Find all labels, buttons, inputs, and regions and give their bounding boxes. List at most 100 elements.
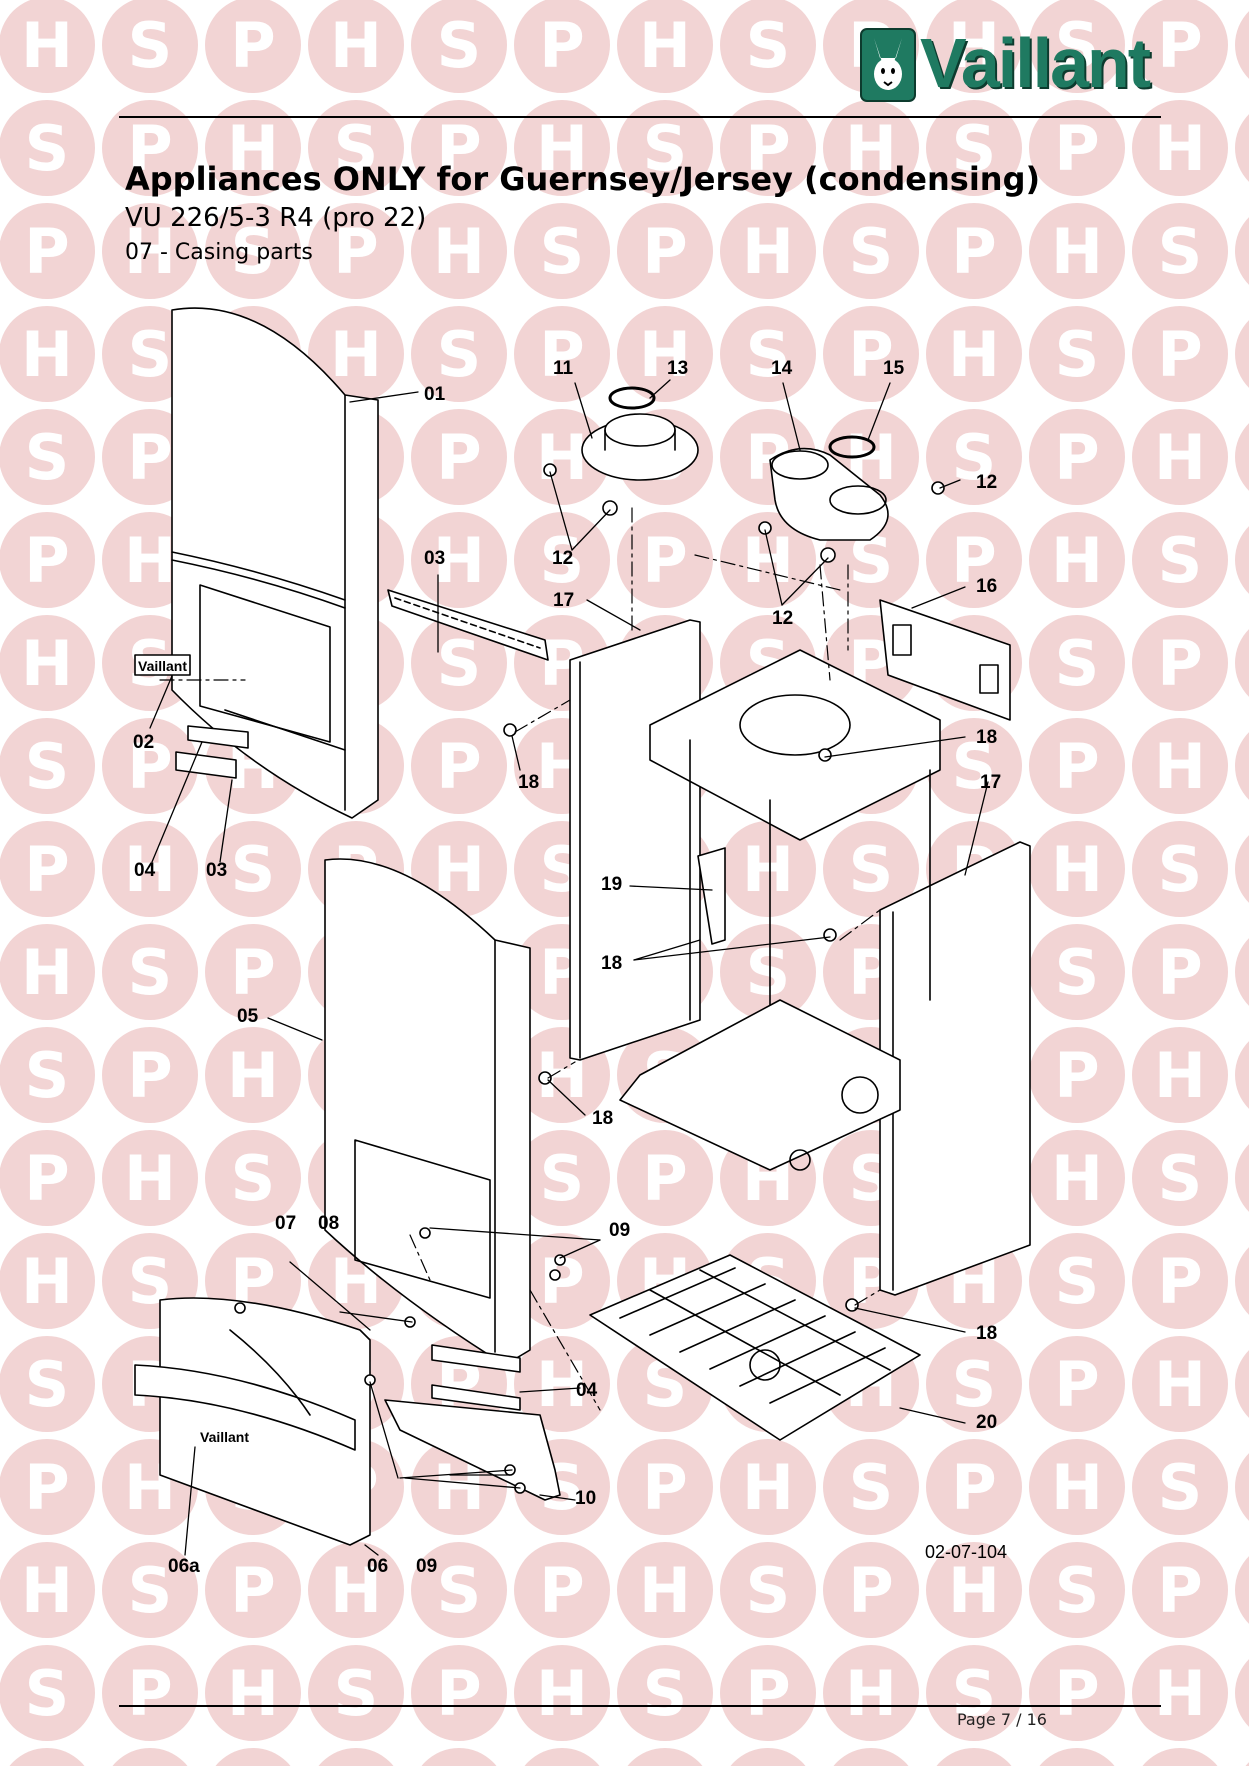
watermark-circle (1132, 1542, 1228, 1638)
watermark-letter: P (642, 1760, 687, 1766)
watermark-letter: P (951, 524, 996, 597)
wall-plate-16 (879, 599, 1011, 721)
watermark-circle (1235, 835, 1249, 903)
callout-18: 18 (518, 772, 540, 793)
watermark-letter: P (333, 215, 378, 288)
watermark-circle (0, 1542, 95, 1638)
watermark-letter: P (642, 524, 687, 597)
watermark-circle (823, 306, 919, 402)
model-name: VU 226/5-3 R4 (pro 22) (125, 203, 427, 233)
watermark-circle (1235, 1659, 1249, 1727)
callout-18: 18 (976, 1323, 998, 1344)
watermark-circle (205, 821, 301, 917)
watermark-letter: P (1157, 9, 1202, 82)
watermark-circle (205, 1542, 301, 1638)
watermark-circle (720, 1439, 816, 1535)
drawing-reference: 02-07-104 (925, 1542, 1008, 1562)
callout-15: 15 (883, 358, 905, 379)
watermark-circle (617, 1542, 713, 1638)
callout-12: 12 (976, 472, 998, 493)
watermark-circle (0, 1645, 95, 1741)
watermark-circle (1235, 11, 1249, 79)
watermark-circle (617, 100, 713, 196)
watermark-letter: S (1055, 627, 1100, 700)
watermark-letter: P (1054, 1657, 1099, 1730)
watermark-letter: H (124, 524, 176, 597)
watermark-circle (411, 512, 507, 608)
watermark-circle (926, 100, 1022, 196)
watermark-circle (411, 1542, 507, 1638)
callout-20: 20 (976, 1412, 998, 1433)
watermark-circle (411, 1645, 507, 1741)
watermark-letter: H (1154, 1348, 1206, 1421)
watermark-circle (102, 203, 198, 299)
watermark-circle (627, 1748, 703, 1766)
watermark-letter: H (21, 9, 73, 82)
watermark-circle (1029, 615, 1125, 711)
watermark-circle (617, 1130, 713, 1226)
watermark-letter: P (127, 112, 172, 185)
watermark-letter: S (746, 9, 791, 82)
watermark-circle (1029, 203, 1125, 299)
watermark-letter: S (1055, 1554, 1100, 1627)
watermark-letter: S (849, 1451, 894, 1524)
watermark-letter: H (21, 936, 73, 1009)
watermark-letter: H (330, 1554, 382, 1627)
watermark-circle (1029, 924, 1125, 1020)
watermark-circle (0, 821, 95, 917)
watermark-letter: P (848, 1554, 893, 1627)
watermark-circle (1132, 409, 1228, 505)
callout-18: 18 (976, 727, 998, 748)
watermark-circle (1029, 409, 1125, 505)
watermark-letter: H (433, 833, 485, 906)
watermark-circle (318, 1748, 394, 1766)
callout-17: 17 (980, 772, 1002, 793)
watermark-circle (1235, 1247, 1249, 1315)
watermark-letter: S (643, 1657, 688, 1730)
watermark-circle (617, 0, 713, 93)
watermark-circle (0, 1027, 95, 1123)
seal-15 (828, 435, 876, 459)
watermark-letter: S (540, 215, 585, 288)
watermark-circle (308, 100, 404, 196)
watermark-letter: S (1158, 1451, 1203, 1524)
callout-08: 08 (318, 1213, 340, 1234)
watermark-letter: H (330, 9, 382, 82)
watermark-circle (833, 1748, 909, 1766)
watermark-letter: H (1051, 833, 1103, 906)
watermark-circle (1235, 1556, 1249, 1624)
watermark-letter: S (540, 1760, 585, 1766)
watermark-letter: P (436, 1657, 481, 1730)
watermark-letter: P (127, 1657, 172, 1730)
watermark-circle (1142, 1748, 1218, 1766)
watermark-circle (205, 100, 301, 196)
watermark-letter: S (437, 9, 482, 82)
watermark-letter: H (1051, 215, 1103, 288)
watermark-circle (1029, 718, 1125, 814)
watermark-circle (926, 1336, 1022, 1432)
watermark-letter: S (952, 730, 997, 803)
watermark-circle (0, 615, 95, 711)
watermark-letter: S (437, 318, 482, 391)
badge-02: Vaillant (134, 654, 191, 676)
watermark-circle (514, 1233, 610, 1329)
callout-12: 12 (552, 548, 574, 569)
watermark-letter: P (1054, 1039, 1099, 1112)
watermark-letter: S (128, 9, 173, 82)
watermark-circle (1029, 1645, 1125, 1741)
watermark-letter: P (127, 1039, 172, 1112)
callout-17: 17 (553, 590, 575, 611)
watermark-circle (308, 306, 404, 402)
watermark-circle (720, 100, 816, 196)
watermark-circle (0, 0, 95, 93)
watermark-letter: H (742, 833, 794, 906)
watermark-circle (1029, 100, 1125, 196)
watermark-letter: S (540, 1142, 585, 1215)
watermark-circle (0, 1130, 95, 1226)
watermark-letter: H (1154, 421, 1206, 494)
watermark-letter: S (952, 421, 997, 494)
watermark-letter: H (124, 833, 176, 906)
watermark-letter: S (746, 318, 791, 391)
watermark-letter: S (1055, 936, 1100, 1009)
watermark-circle (1132, 1233, 1228, 1329)
